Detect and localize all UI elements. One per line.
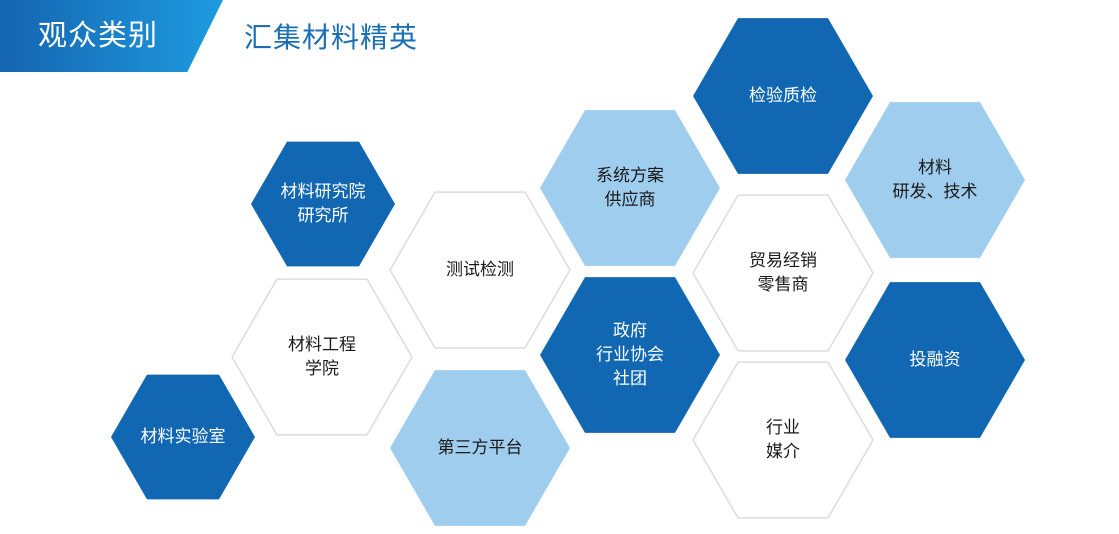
hexagon-inspection: 检验质检 xyxy=(693,18,873,174)
hexagon-shape xyxy=(389,191,571,349)
hexagon-lab: 材料实验室 xyxy=(111,374,255,500)
hexagon-label: 研究所 xyxy=(298,206,349,226)
hexagon-shape xyxy=(251,141,395,267)
hexagon-label: 投融资 xyxy=(910,350,961,370)
hexagon-label: 测试检测 xyxy=(446,260,514,280)
hexagon-label: 研发、技术 xyxy=(893,182,978,202)
hexagon-shape xyxy=(693,18,873,174)
hexagon-label: 社团 xyxy=(613,369,647,389)
hexagon-shape xyxy=(540,110,720,266)
hexagon-investment: 投融资 xyxy=(845,282,1025,438)
hexagon-label: 检验质检 xyxy=(749,86,817,106)
hexagon-label: 第三方平台 xyxy=(438,438,523,458)
hexagon-label: 材料 xyxy=(918,158,952,178)
hexagon-shape xyxy=(390,370,570,526)
hexagon-label: 贸易经销 xyxy=(749,251,817,271)
hexagon-shape xyxy=(231,278,413,436)
hexagon-label: 材料实验室 xyxy=(141,427,226,447)
page-subtitle: 汇集材料精英 xyxy=(244,21,419,54)
hexagon-shape xyxy=(692,361,874,519)
hexagon-shape xyxy=(845,102,1025,258)
hexagon-label: 政府 xyxy=(613,321,647,341)
hexagon-label: 材料研究院 xyxy=(281,182,366,202)
hexagon-label: 供应商 xyxy=(605,190,656,210)
hexagon-label: 行业 xyxy=(766,418,800,438)
hexagon-label: 学院 xyxy=(305,359,339,379)
hexagon-testing: 测试检测 xyxy=(389,191,571,349)
hexagon-shape xyxy=(540,277,720,433)
hexagon-label: 系统方案 xyxy=(596,166,664,186)
hexagon-label: 媒介 xyxy=(766,442,800,462)
hexagon-shape xyxy=(111,374,255,500)
hexagon-shape xyxy=(845,282,1025,438)
hexagon-third-party: 第三方平台 xyxy=(390,370,570,526)
page-title: 观众类别 xyxy=(38,18,159,52)
hexagon-label: 零售商 xyxy=(758,275,809,295)
header-tab: 观众类别 xyxy=(0,0,223,72)
hexagon-label: 行业协会 xyxy=(596,345,664,365)
hexagon-label: 材料工程 xyxy=(288,335,356,355)
hexagon-shape xyxy=(692,194,874,352)
